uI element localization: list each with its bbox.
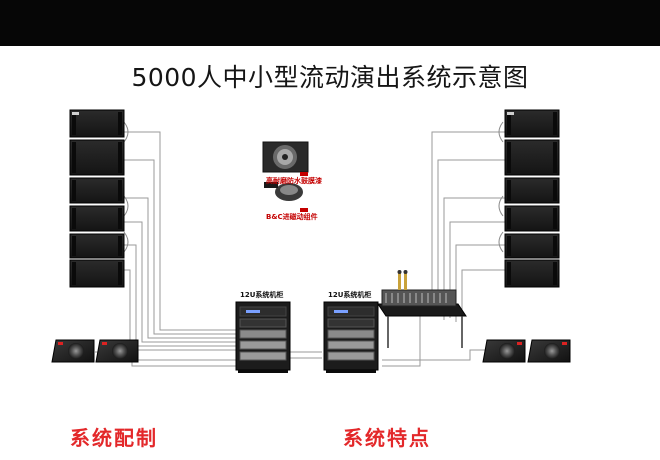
line-array-box (69, 259, 125, 288)
line-array-box (504, 177, 560, 204)
left-line-array (69, 109, 125, 288)
stage-monitor (527, 339, 571, 363)
bc-magnet-driver-image (262, 180, 310, 212)
waterproof-driver-image (262, 141, 309, 176)
top-banner-bar (0, 0, 660, 46)
right-line-array (504, 109, 560, 288)
line-array-box (504, 109, 560, 138)
stage-monitor (482, 339, 526, 363)
line-array-box (69, 205, 125, 232)
wireless-microphones (397, 270, 408, 290)
line-array-box (504, 233, 560, 259)
system-configuration-label: 系统配制 (70, 426, 158, 450)
line-array-box (69, 109, 125, 138)
line-array-box (504, 259, 560, 288)
line-array-box (69, 177, 125, 204)
right-rack-label: 12U系统机柜 (328, 291, 372, 299)
right-stage-monitors (482, 339, 571, 363)
driver-magnet-callout: B&C进磁动组件 (266, 213, 318, 221)
left-rack-label: 12U系统机柜 (240, 291, 284, 299)
left-equipment-rack (235, 301, 291, 373)
left-stage-monitors (51, 339, 139, 363)
stage-monitor (95, 339, 139, 363)
right-equipment-rack (323, 301, 379, 373)
mixing-console (377, 289, 467, 348)
line-array-box (504, 139, 560, 176)
diagram-title: 5000人中小型流动演出系统示意图 (131, 63, 529, 92)
stage-monitor (51, 339, 95, 363)
line-array-box (69, 139, 125, 176)
driver-coating-callout: 高耐磨防水鼓膜漆 (266, 177, 322, 185)
line-array-box (504, 205, 560, 232)
system-features-label: 系统特点 (343, 426, 431, 450)
line-array-box (69, 233, 125, 259)
